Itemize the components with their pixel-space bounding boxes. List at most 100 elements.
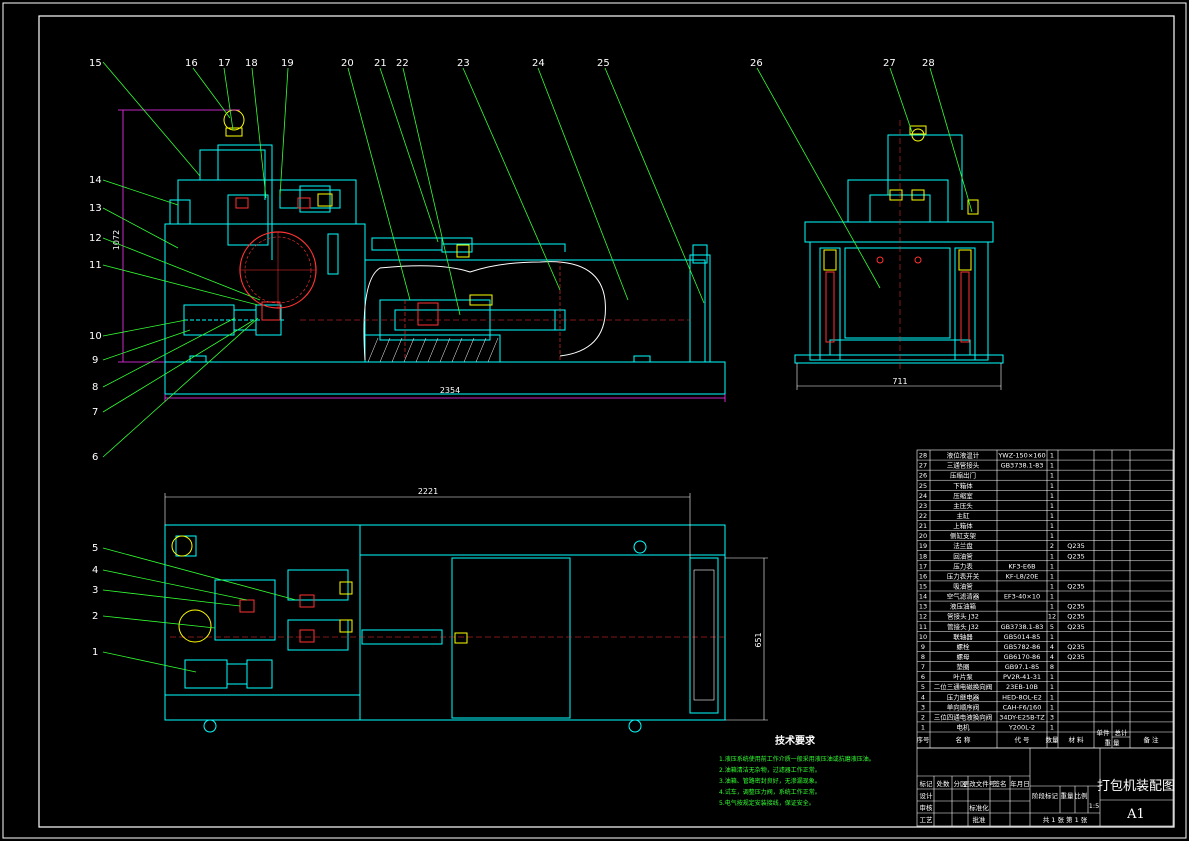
- tb-approve: 批准: [973, 815, 987, 824]
- parts-cell-no: 23: [919, 502, 927, 510]
- hdr-unit: 单件: [1097, 728, 1111, 737]
- tb-col-sign: 签名: [994, 779, 1007, 788]
- parts-cell-no: 16: [919, 572, 927, 580]
- side-dimensions: [796, 363, 1002, 390]
- parts-cell-name: 单向顺序阀: [947, 702, 980, 711]
- tb-col-date: 年月日: [1010, 779, 1030, 788]
- top-view: [164, 524, 726, 721]
- parts-cell-mat: Q235: [1067, 623, 1085, 631]
- parts-cell-no: 26: [919, 472, 927, 480]
- parts-cell-qty: 1: [1050, 633, 1054, 641]
- front-dimensions: [118, 109, 726, 402]
- parts-cell-mat: Q235: [1067, 552, 1085, 560]
- parts-cell-qty: 1: [1050, 512, 1054, 520]
- tb-row-process: 工艺: [920, 816, 934, 824]
- callout-24: 24: [532, 58, 545, 69]
- parts-cell-qty: 8: [1050, 663, 1054, 671]
- callout-19: 19: [281, 58, 294, 69]
- callout-labels: 1 2 3 4 5 6 7 8 9 10 11 12 13 14 15 16 1…: [89, 58, 935, 658]
- callout-1: 1: [92, 647, 98, 658]
- parts-cell-name: 液压油箱: [950, 602, 977, 611]
- parts-cell-qty: 1: [1050, 723, 1054, 731]
- hdr-weight: 重 量: [1104, 739, 1120, 747]
- tech-requirements: 技术要求 1.液压系统使用前工作介质一般采用液压油或抗磨液压油。 2.油箱清洁无…: [719, 734, 875, 807]
- parts-cell-no: 4: [921, 693, 925, 701]
- parts-cell-qty: 1: [1050, 452, 1054, 460]
- parts-cell-no: 10: [919, 633, 927, 641]
- parts-cell-no: 8: [921, 653, 925, 661]
- parts-cell-qty: 4: [1050, 653, 1054, 661]
- callout-28: 28: [922, 58, 935, 69]
- parts-cell-name: 主缸: [957, 511, 971, 520]
- parts-cell-no: 17: [919, 562, 927, 570]
- tech-req-1: 1.液压系统使用前工作介质一般采用液压油或抗磨液压油。: [719, 755, 875, 763]
- parts-cell-no: 28: [919, 452, 927, 460]
- parts-cell-spec: 23EB-10B: [1006, 683, 1038, 691]
- parts-cell-name: 压力继电器: [947, 692, 980, 701]
- tech-req-3: 3.油箱、管路密封良好，无渗漏现象。: [719, 777, 821, 785]
- parts-cell-no: 15: [919, 582, 927, 590]
- parts-cell-name: 压力表: [953, 561, 973, 570]
- parts-cell-name: 侧缸支架: [950, 531, 977, 540]
- parts-cell-name: 电机: [957, 722, 971, 731]
- front-details: [189, 109, 690, 363]
- parts-cell-qty: 1: [1050, 683, 1054, 691]
- parts-cell-name: 主压头: [953, 501, 973, 510]
- parts-cell-no: 7: [921, 663, 925, 671]
- front-view: [164, 144, 726, 395]
- parts-cell-no: 21: [919, 522, 927, 530]
- callout-3: 3: [92, 585, 98, 596]
- parts-cell-no: 3: [921, 703, 925, 711]
- parts-cell-no: 18: [919, 552, 927, 560]
- tb-col-zone: 分区: [954, 779, 968, 788]
- callout-12: 12: [89, 233, 102, 244]
- parts-cell-qty: 5: [1050, 623, 1054, 631]
- tb-weight: 重量: [1061, 792, 1075, 800]
- sheet-size: A1: [1126, 807, 1145, 822]
- hdr-spec: 代 号: [1014, 735, 1030, 744]
- callout-6: 6: [92, 452, 98, 463]
- parts-cell-qty: 1: [1050, 482, 1054, 490]
- parts-cell-spec: CAH-F6/160: [1003, 703, 1042, 711]
- tb-stage: 阶段标记: [1032, 791, 1059, 800]
- drawing-title: 打包机装配图: [1097, 779, 1175, 794]
- parts-cell-no: 20: [919, 532, 927, 540]
- parts-cell-qty: 1: [1050, 572, 1054, 580]
- hdr-mat: 材 料: [1068, 735, 1084, 744]
- parts-cell-mat: Q235: [1067, 542, 1085, 550]
- tb-row-mark: 标记: [920, 779, 934, 788]
- tech-req-4: 4.试车，调整压力阀，系统工作正常。: [719, 788, 821, 796]
- front-width-dim: 2354: [440, 386, 460, 395]
- tb-row-design: 设计: [920, 791, 934, 800]
- parts-cell-qty: 1: [1050, 552, 1054, 560]
- parts-cell-name: 二位三通电磁换向阀: [934, 682, 993, 691]
- parts-cell-mat: Q235: [1067, 582, 1085, 590]
- parts-header: 序号 名 称 代 号 数量 材 料 单件 总计 重 量 备 注: [917, 728, 1160, 747]
- parts-cell-qty: 1: [1050, 582, 1054, 590]
- parts-cell-spec: GB6170-86: [1004, 653, 1041, 661]
- front-height-dim: 1072: [112, 230, 121, 250]
- callout-10: 10: [89, 331, 102, 342]
- callout-16: 16: [185, 58, 198, 69]
- parts-cell-name: 三位四通电液换向阀: [934, 712, 993, 721]
- callout-15: 15: [89, 58, 102, 69]
- parts-cell-mat: Q235: [1067, 653, 1085, 661]
- callout-8: 8: [92, 382, 98, 393]
- title-block-text: 标记 设计 审核 工艺 处数 分区 更改文件号 签名 年月日 批准 标准化 阶段…: [920, 779, 1176, 824]
- parts-cell-qty: 1: [1050, 593, 1054, 601]
- parts-cell-name: 螺母: [957, 652, 971, 661]
- side-view: [794, 134, 1004, 364]
- top-dimensions: [164, 493, 768, 721]
- hdr-no: 序号: [917, 735, 931, 744]
- parts-cell-no: 27: [919, 462, 927, 470]
- callout-20: 20: [341, 58, 354, 69]
- parts-cell-name: 液位液温计: [947, 451, 980, 460]
- parts-cell-no: 11: [919, 623, 927, 631]
- parts-cell-qty: 1: [1050, 673, 1054, 681]
- tech-req-5: 5.电气按规定安装接线，保证安全。: [719, 799, 815, 807]
- callout-21: 21: [374, 58, 387, 69]
- parts-cell-qty: 3: [1050, 713, 1054, 721]
- front-hatch: [367, 337, 499, 363]
